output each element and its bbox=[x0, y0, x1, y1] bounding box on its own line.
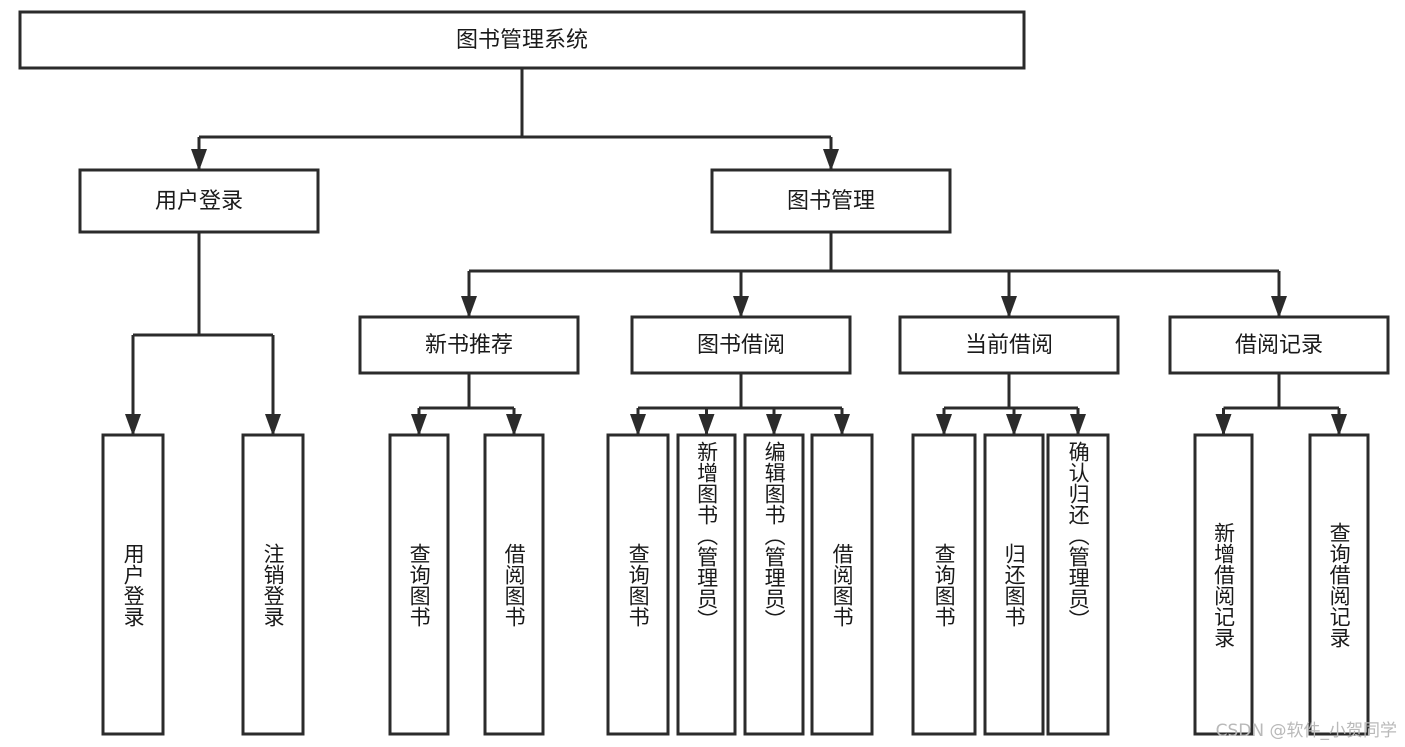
node-box-user-logout[interactable] bbox=[241, 433, 305, 736]
arrow-head-icon bbox=[1006, 414, 1022, 436]
node-box-nb-borrow-book[interactable] bbox=[483, 433, 545, 736]
arrow-head-icon bbox=[698, 414, 715, 436]
node-box-undefined[interactable] bbox=[18, 10, 1026, 70]
arrow-head-icon bbox=[461, 296, 477, 318]
node-box-bb-edit-book[interactable] bbox=[743, 433, 805, 736]
arrow-head-icon bbox=[936, 414, 952, 436]
node-label-new-book-recommend: 新书推荐 bbox=[425, 333, 513, 358]
node-box-cb-confirm-return[interactable] bbox=[1046, 433, 1110, 736]
arrow-head-icon bbox=[506, 414, 522, 436]
arrow-head-icon bbox=[834, 414, 850, 436]
node-label-borrow-record: 借阅记录 bbox=[1235, 333, 1323, 358]
node-box-bb-borrow-book[interactable] bbox=[810, 433, 874, 736]
arrow-head-icon bbox=[733, 296, 749, 318]
arrow-head-icon bbox=[766, 414, 782, 436]
node-box-cb-return-book[interactable] bbox=[983, 433, 1045, 736]
node-box-bb-add-book[interactable] bbox=[676, 433, 737, 736]
node-label-undefined: 图书管理系统 bbox=[456, 28, 588, 53]
arrow-head-icon bbox=[265, 414, 281, 436]
csdn-watermark: CSDN @软件_小贺同学 bbox=[1215, 721, 1397, 741]
node-label-current-borrow: 当前借阅 bbox=[965, 333, 1053, 358]
arrow-head-icon bbox=[823, 149, 839, 171]
arrow-head-icon bbox=[1271, 296, 1287, 318]
node-label-book-borrow: 图书借阅 bbox=[697, 333, 785, 358]
arrow-head-icon bbox=[1215, 414, 1232, 436]
arrow-head-icon bbox=[630, 414, 646, 436]
arrow-head-icon bbox=[191, 149, 207, 171]
node-label-user-login: 用户登录 bbox=[155, 189, 243, 214]
node-box-user-login-do[interactable] bbox=[101, 433, 165, 736]
node-box-nb-query-book[interactable] bbox=[388, 433, 450, 736]
node-box-cb-query-book[interactable] bbox=[911, 433, 977, 736]
node-box-br-query-record[interactable] bbox=[1308, 433, 1370, 736]
arrow-head-icon bbox=[1331, 414, 1347, 436]
node-label-book-manage: 图书管理 bbox=[787, 189, 875, 214]
node-box-br-add-record[interactable] bbox=[1193, 433, 1254, 736]
node-box-bb-query-book[interactable] bbox=[606, 433, 670, 736]
node-box-user-login[interactable] bbox=[78, 168, 320, 234]
arrow-head-icon bbox=[125, 414, 141, 436]
arrow-head-icon bbox=[1001, 296, 1017, 318]
arrow-head-icon bbox=[1070, 414, 1086, 436]
arrow-head-icon bbox=[411, 414, 427, 436]
